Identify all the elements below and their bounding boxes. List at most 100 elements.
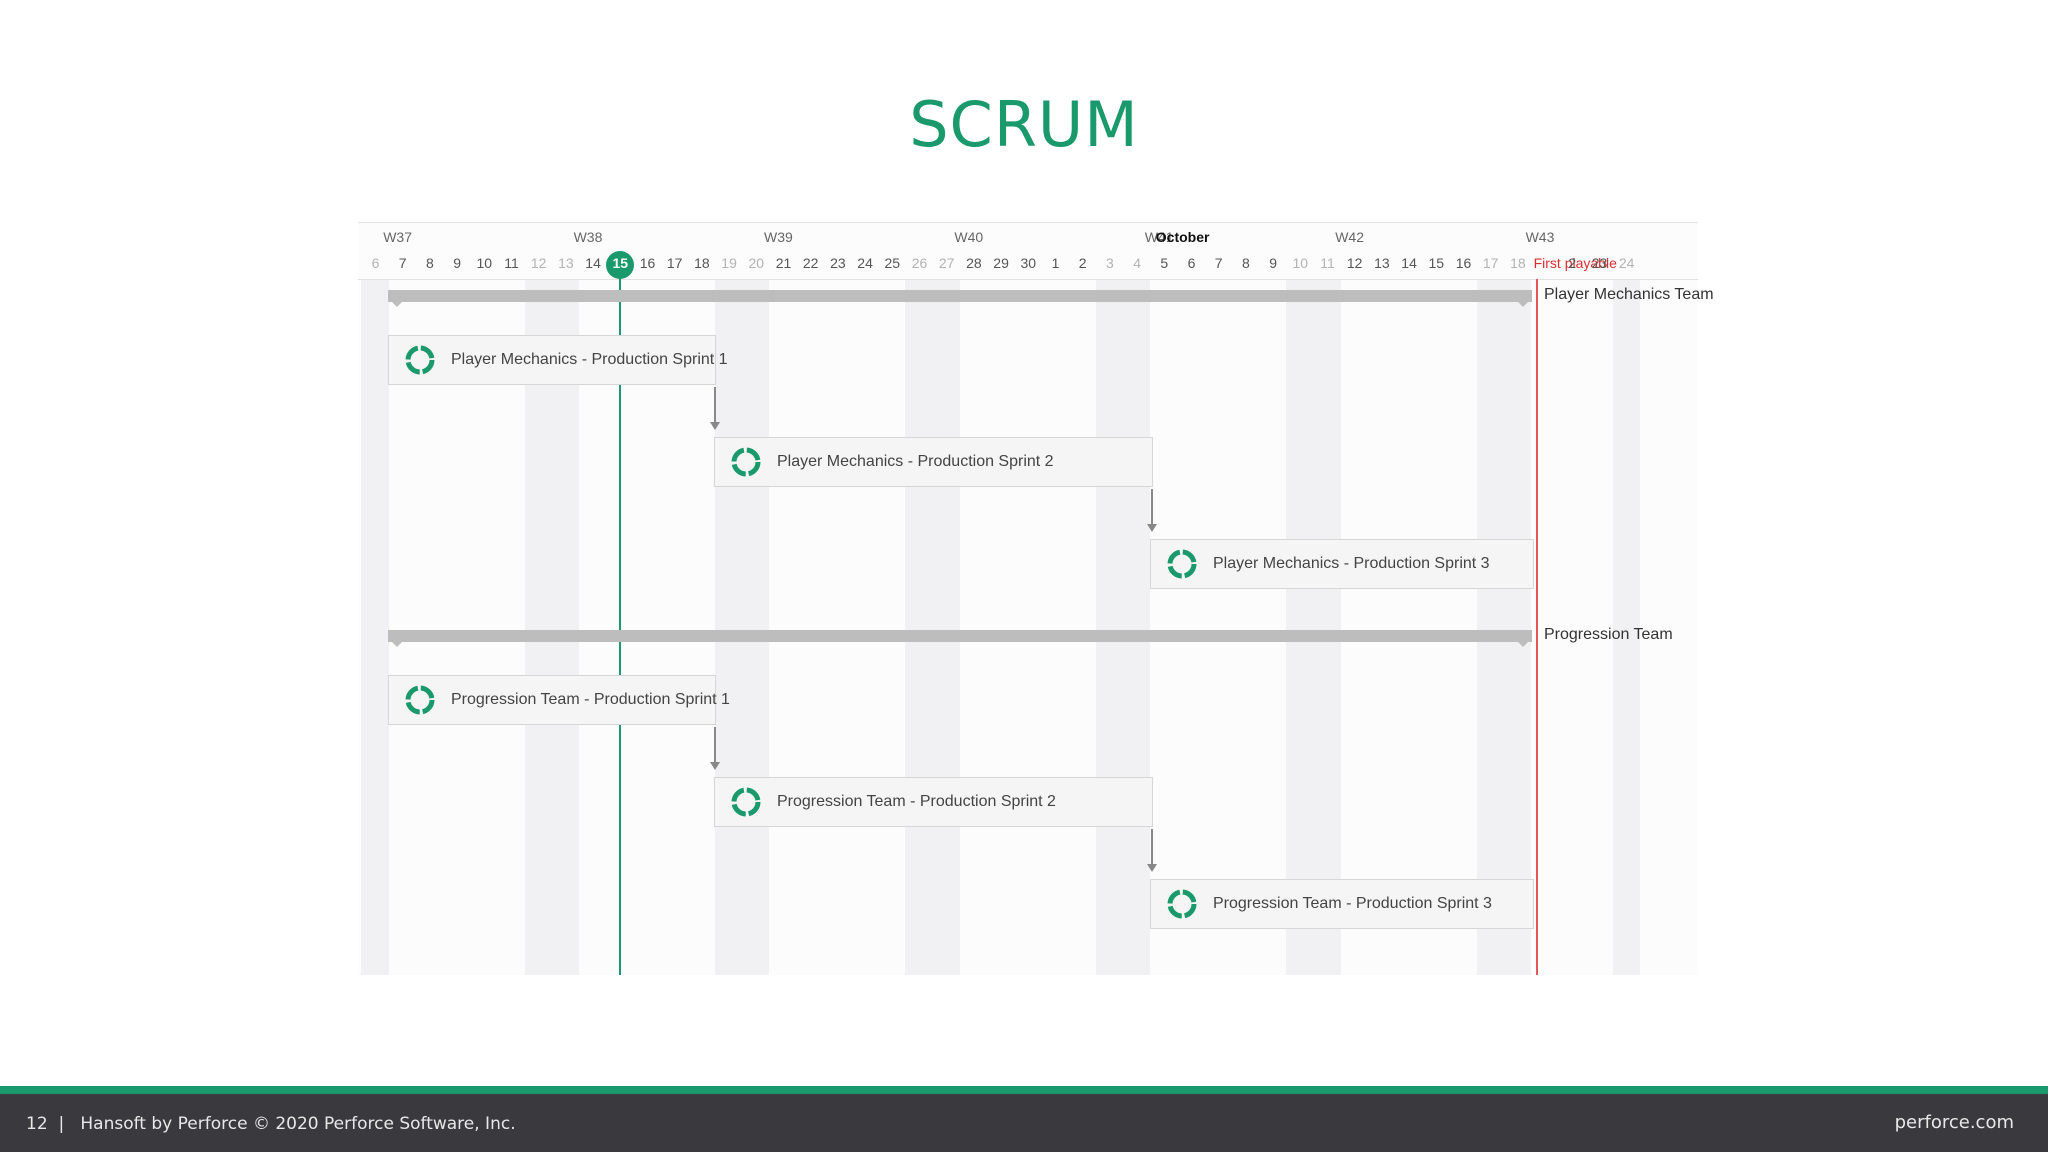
day-label: 13: [558, 255, 574, 271]
weekend-band: [361, 280, 389, 975]
page-number: 12: [26, 1114, 48, 1134]
task-bar[interactable]: Player Mechanics - Production Sprint 3: [1150, 539, 1534, 589]
day-label: 10: [1292, 255, 1309, 271]
day-label: 19: [721, 255, 737, 271]
week-label: W38: [573, 229, 603, 245]
day-label: 7: [398, 255, 407, 271]
day-label: 18: [694, 255, 710, 271]
day-label: 12: [530, 255, 547, 271]
day-label: 2: [1568, 255, 1577, 271]
week-label: W43: [1525, 229, 1555, 245]
weekend-band: [1286, 280, 1341, 975]
day-label: 15: [1428, 255, 1445, 271]
day-label: 11: [1320, 255, 1335, 271]
footer: 12 | Hansoft by Perforce © 2020 Perforce…: [0, 1094, 2048, 1152]
day-label: 29: [993, 255, 1009, 271]
day-label: 3: [1105, 255, 1114, 271]
day-label: 23: [830, 255, 846, 271]
dependency-arrow: [710, 387, 720, 430]
day-label: 6: [1187, 255, 1196, 271]
footer-accent-stripe: [0, 1086, 2048, 1094]
summary-label: Progression Team: [1544, 626, 1673, 643]
weekend-band: [905, 280, 960, 975]
day-label: 26: [911, 255, 928, 271]
day-label: 27: [938, 255, 955, 271]
day-label: 11: [504, 255, 519, 271]
weekend-band: [1612, 280, 1640, 975]
day-label: 16: [1455, 255, 1472, 271]
week-label: W39: [764, 229, 793, 245]
summary-bar[interactable]: [388, 290, 1532, 307]
sprint-cycle-icon: [1165, 547, 1199, 581]
day-label: 17: [1482, 255, 1499, 271]
day-label: 8: [1241, 255, 1250, 271]
day-label: 14: [1401, 255, 1417, 271]
dependency-arrow: [710, 727, 720, 770]
task-label: Player Mechanics - Production Sprint 3: [1213, 555, 1490, 572]
week-label: W41: [1144, 229, 1174, 245]
summary-bar[interactable]: [388, 630, 1532, 647]
weekend-band: [524, 280, 579, 975]
footer-left: 12 | Hansoft by Perforce © 2020 Perforce…: [26, 1114, 516, 1134]
header-divider: [358, 279, 1698, 280]
day-label: 10: [476, 255, 493, 271]
task-label: Progression Team - Production Sprint 1: [451, 691, 730, 708]
day-label: 12: [1346, 255, 1363, 271]
week-label: W42: [1335, 229, 1364, 245]
task-label: Progression Team - Production Sprint 3: [1213, 895, 1492, 912]
sprint-cycle-icon: [729, 445, 763, 479]
task-label: Player Mechanics - Production Sprint 1: [451, 351, 728, 368]
day-label: 24: [857, 255, 873, 271]
day-label: 25: [884, 255, 901, 271]
website-link[interactable]: perforce.com: [1894, 1112, 2014, 1133]
day-label: 23: [1591, 255, 1608, 271]
sprint-cycle-icon: [1165, 887, 1199, 921]
week-label: W40: [954, 229, 984, 245]
day-label: 24: [1618, 255, 1635, 271]
sprint-cycle-icon: [403, 343, 437, 377]
weekend-band: [715, 280, 770, 975]
day-label: 4: [1133, 255, 1141, 271]
dependency-arrow: [1147, 489, 1157, 532]
day-label: 13: [1374, 255, 1390, 271]
weekend-band: [1476, 280, 1531, 975]
day-label: 28: [966, 255, 982, 271]
day-label: 9: [1269, 255, 1277, 271]
day-label: 18: [1510, 255, 1526, 271]
task-label: Player Mechanics - Production Sprint 2: [777, 453, 1054, 470]
copyright-text: Hansoft by Perforce © 2020 Perforce Soft…: [80, 1114, 516, 1134]
weekend-band: [1095, 280, 1151, 975]
day-label: 1: [1051, 255, 1060, 271]
sprint-cycle-icon: [403, 683, 437, 717]
task-bar[interactable]: Progression Team - Production Sprint 1: [388, 675, 730, 725]
milestone-line: [1535, 279, 1538, 975]
slide-title: SCRUM: [909, 88, 1139, 161]
dependency-arrow: [1147, 829, 1157, 872]
day-label: 22: [802, 255, 819, 271]
today-line: [618, 271, 621, 975]
day-label: 8: [425, 255, 434, 271]
day-label: 20: [748, 255, 765, 271]
week-label: W37: [383, 229, 412, 245]
footer-separator: |: [53, 1114, 81, 1134]
day-label: 5: [1160, 255, 1169, 271]
day-label: 14: [585, 255, 601, 271]
task-bar[interactable]: Player Mechanics - Production Sprint 2: [714, 437, 1153, 487]
day-label: 9: [453, 255, 461, 271]
day-label: 7: [1214, 255, 1223, 271]
task-label: Progression Team - Production Sprint 2: [777, 793, 1056, 810]
day-label: 15: [612, 255, 629, 271]
sprint-cycle-icon: [729, 785, 763, 819]
day-label: 17: [666, 255, 683, 271]
task-bar[interactable]: Progression Team - Production Sprint 3: [1150, 879, 1534, 929]
task-bar[interactable]: Progression Team - Production Sprint 2: [714, 777, 1153, 827]
day-label: 6: [371, 255, 380, 271]
day-label: 21: [775, 255, 792, 271]
task-bar[interactable]: Player Mechanics - Production Sprint 1: [388, 335, 728, 385]
day-label: 16: [639, 255, 656, 271]
day-label: 30: [1020, 255, 1037, 271]
summary-label: Player Mechanics Team: [1544, 286, 1714, 303]
milestone-label: First playable: [1533, 255, 1617, 271]
month-label: October: [1155, 229, 1210, 245]
